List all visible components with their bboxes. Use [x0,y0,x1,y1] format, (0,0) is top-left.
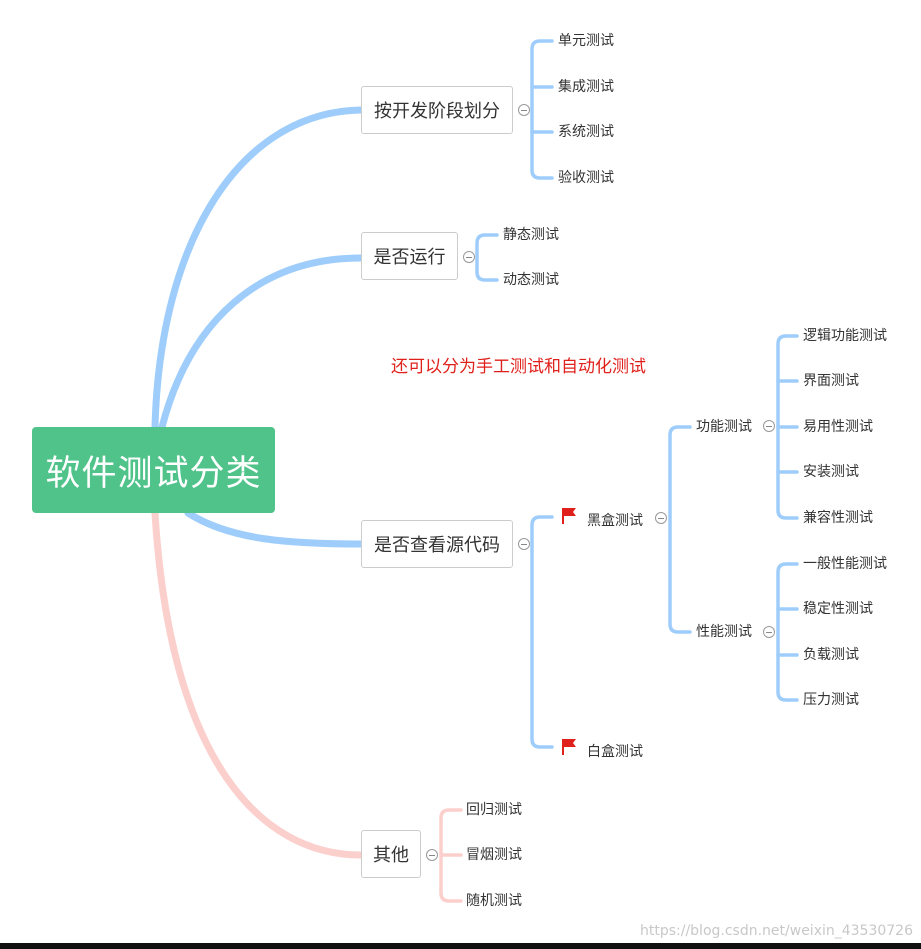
leaf-unit-test[interactable]: 单元测试 [558,33,614,49]
node-other[interactable]: 其他 [361,830,421,878]
link-source [184,509,365,548]
flag-icon [562,508,576,524]
root-node[interactable]: 软件测试分类 [32,427,275,513]
node-whitebox[interactable]: 白盒测试 [587,744,643,760]
node-performance[interactable]: 性能测试 [696,624,752,640]
leaf-random-test[interactable]: 随机测试 [466,893,522,909]
watermark: https://blog.csdn.net/weixin_43530726 [639,923,913,939]
leaf-dynamic-test[interactable]: 动态测试 [503,272,559,288]
link-other [151,509,365,859]
leaf-install-test[interactable]: 安装测试 [803,464,859,480]
leaf-smoke-test[interactable]: 冒烟测试 [466,847,522,863]
leaf-static-test[interactable]: 静态测试 [503,227,559,243]
bottom-bar [0,943,921,949]
leaf-load-test[interactable]: 负载测试 [803,647,859,663]
leaf-integration-test[interactable]: 集成测试 [558,79,614,95]
collapse-source-icon[interactable] [518,538,530,550]
leaf-regression-test[interactable]: 回归测试 [466,802,522,818]
leaf-stress-test[interactable]: 压力测试 [803,692,859,708]
annotation-note: 还可以分为手工测试和自动化测试 [391,357,646,377]
node-run[interactable]: 是否运行 [361,232,458,280]
link-stage [151,106,365,431]
leaf-stability-test[interactable]: 稳定性测试 [803,601,873,617]
node-blackbox[interactable]: 黑盒测试 [587,513,643,529]
leaf-general-perf-test[interactable]: 一般性能测试 [803,556,887,572]
flag-icon [562,739,576,755]
leaf-compat-test[interactable]: 兼容性测试 [803,510,873,526]
leaf-ui-test[interactable]: 界面测试 [803,373,859,389]
node-stage[interactable]: 按开发阶段划分 [361,86,513,134]
leaf-system-test[interactable]: 系统测试 [558,124,614,140]
collapse-blackbox-icon[interactable] [655,512,667,524]
node-source[interactable]: 是否查看源代码 [361,520,513,568]
leaf-usability-test[interactable]: 易用性测试 [803,419,873,435]
node-functional[interactable]: 功能测试 [696,419,752,435]
collapse-stage-icon[interactable] [518,104,530,116]
collapse-other-icon[interactable] [426,849,438,861]
collapse-run-icon[interactable] [463,251,475,263]
collapse-performance-icon[interactable] [763,626,775,638]
link-run [158,254,365,431]
leaf-acceptance-test[interactable]: 验收测试 [558,170,614,186]
collapse-functional-icon[interactable] [763,420,775,432]
leaf-logic-function-test[interactable]: 逻辑功能测试 [803,328,887,344]
